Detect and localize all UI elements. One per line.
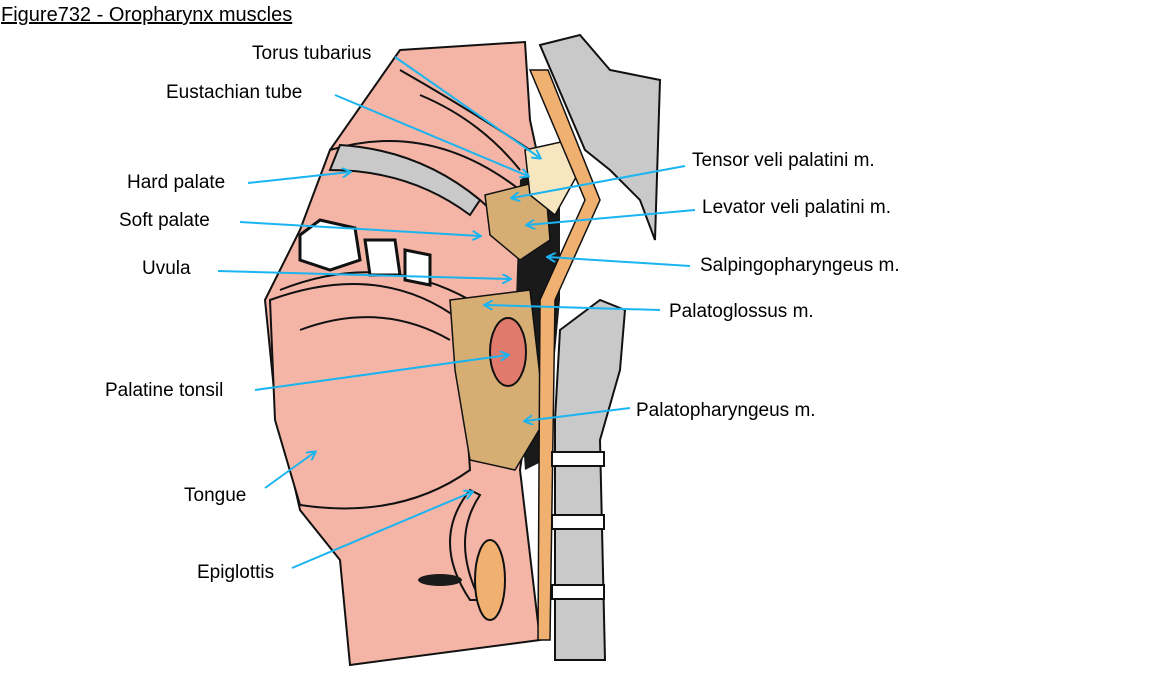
- label-hard-palate: Hard palate: [127, 172, 226, 193]
- arrow-uvula: [217, 270, 510, 279]
- label-soft-palate: Soft palate: [119, 210, 210, 231]
- figure-title: Figure732 - Oropharynx muscles: [1, 4, 293, 26]
- label-epiglottis: Epiglottis: [197, 562, 275, 583]
- epiglottis-shape: [449, 488, 482, 601]
- vertebral-column: [554, 298, 627, 661]
- label-tensor-veli-palatini: Tensor veli palatini m.: [692, 150, 875, 171]
- label-tongue: Tongue: [184, 485, 247, 506]
- arrow-salpingopharyngeus: [548, 257, 691, 267]
- teeth: [298, 218, 432, 287]
- hyoid-cartilage: [474, 539, 506, 621]
- label-salpingopharyngeus: Salpingopharyngeus m.: [700, 255, 900, 276]
- hard-palate-bone: [328, 143, 482, 217]
- arrow-levator-veli-palatini: [527, 209, 696, 225]
- arrow-tongue: [264, 452, 315, 489]
- arrow-hard-palate: [247, 172, 350, 184]
- label-palatine-tonsil: Palatine tonsil: [105, 380, 224, 401]
- arrow-palatopharyngeus: [525, 407, 631, 421]
- arrow-palatine-tonsil: [254, 355, 508, 391]
- label-palatoglossus: Palatoglossus m.: [669, 301, 814, 322]
- label-palatopharyngeus: Palatopharyngeus m.: [636, 400, 816, 421]
- palatine-tonsil-shape: [489, 317, 527, 387]
- prevertebral-stripe: [528, 69, 601, 641]
- label-eustachian-tube: Eustachian tube: [166, 82, 303, 103]
- arrow-palatoglossus: [485, 305, 661, 311]
- skull-base-bone: [538, 33, 662, 241]
- tongue-shape: [268, 283, 472, 510]
- label-torus-tubarius: Torus tubarius: [252, 43, 372, 64]
- arrow-tensor-veli-palatini: [512, 165, 686, 198]
- arrow-epiglottis: [291, 492, 472, 569]
- arrow-eustachian-tube: [334, 94, 528, 176]
- label-levator-veli-palatini: Levator veli palatini m.: [702, 197, 892, 218]
- arrow-soft-palate: [239, 221, 480, 236]
- intervertebral-discs: [551, 451, 605, 600]
- arrow-torus-tubarius: [394, 56, 540, 158]
- label-uvula: Uvula: [142, 258, 191, 279]
